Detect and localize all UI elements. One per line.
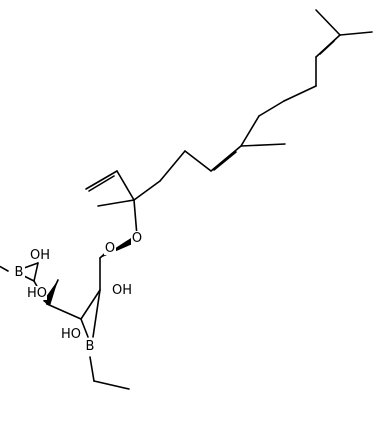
bond-c2-bb — [92, 289, 101, 338]
atom-b-bottom-label: B — [86, 339, 95, 354]
atom-o-ether-label: O — [132, 231, 142, 246]
bond-bb-ethyl-2 — [93, 380, 130, 390]
atom-o-ring: O — [104, 241, 116, 256]
bond-chain-3 — [258, 100, 285, 117]
atom-o-ether: O — [131, 231, 143, 246]
bond-c3-c4 — [46, 303, 82, 320]
bond-quat-oxygen — [133, 199, 138, 237]
bond-lb-b-upper — [23, 262, 39, 269]
bond-methyl-a — [315, 9, 341, 36]
bond-lb-cc — [33, 262, 39, 282]
atom-o-ring-label: O — [105, 241, 115, 256]
atom-oh-left-bottom: HO — [27, 286, 47, 301]
atom-b-left: B — [13, 265, 25, 280]
bond-c3-bb — [80, 318, 89, 338]
bond-lb-b-lower — [23, 275, 35, 282]
atom-oh-right-label: OH — [112, 283, 132, 298]
bond-chain-5 — [184, 150, 212, 172]
bond-vinyl-1 — [116, 170, 135, 201]
atom-oh-bottom-left-label: HO — [61, 327, 81, 342]
bond-z-alkene-inner — [213, 151, 237, 171]
bond-methyl-b — [339, 31, 373, 36]
atom-oh-right: OH — [111, 283, 133, 298]
bond-chain-2 — [283, 85, 317, 102]
atom-oh-left-bottom-label: HO — [27, 286, 47, 301]
atom-labels: OH B HO O O OH HO B — [13, 231, 143, 354]
bond-z-methyl — [240, 143, 286, 147]
bond-c2-c3 — [80, 289, 101, 320]
bonds — [0, 9, 373, 390]
bond-bb-ethyl-1 — [89, 356, 95, 382]
bond-trisub-alkene-inner — [319, 40, 335, 55]
atom-oh-bottom-left: HO — [60, 327, 82, 342]
atom-b-bottom: B — [84, 339, 96, 354]
bond-vinyl-2 — [85, 170, 118, 190]
bond-chain-4 — [240, 115, 260, 147]
atom-b-left-label: B — [15, 265, 24, 280]
bond-chain-7 — [133, 180, 161, 201]
atom-oh-top-label: OH — [30, 248, 50, 263]
bond-quat-methyl — [97, 199, 135, 207]
bond-z-alkene — [210, 145, 242, 172]
bond-lb-ethyl-1 — [0, 265, 9, 272]
bond-chain-6 — [159, 150, 186, 182]
bond-vinyl-2-inner — [88, 175, 115, 192]
atom-oh-top: OH — [30, 248, 50, 263]
